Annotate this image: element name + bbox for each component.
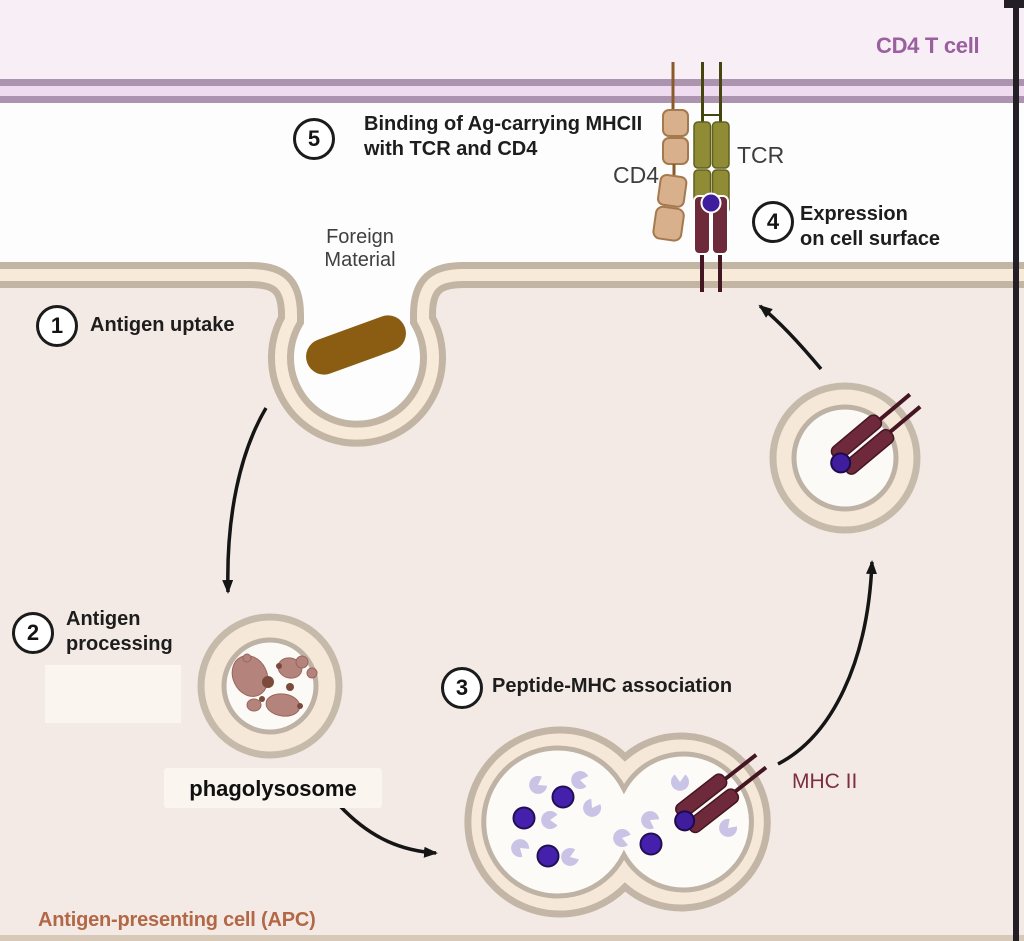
peptide-fragments [512,785,663,868]
apc-membrane [0,262,1024,447]
step-2-number: 2 [12,612,54,654]
tcr-stems [701,62,722,126]
arrow-uptake-to-processing [222,407,268,594]
video-edge-artifact [1004,0,1024,941]
t-cell-membrane [0,79,1024,103]
apc-title: Antigen-presenting cell (APC) [38,909,316,931]
step-5-digit: 5 [307,126,321,151]
step-5-number: 5 [293,118,335,160]
step-3-label: Peptide-MHC association [492,675,733,697]
step-4-number: 4 [752,201,794,243]
phagolysosome-label: phagolysosome [189,776,357,801]
step-3-digit: 3 [455,675,469,700]
step-1-digit: 1 [50,313,64,338]
mhc2-molecule-surface [693,192,729,292]
arrow-miic-to-transport [777,560,878,766]
arrow-transport-to-membrane [758,304,823,371]
phagolysosome-vesicle [197,613,343,759]
step-1-label: Antigen uptake [90,314,235,336]
step-4-digit: 4 [766,209,780,234]
antigen-peptide [700,192,722,214]
t-cell-title: CD4 T cell [876,33,980,58]
step-3-number: 3 [441,667,483,709]
process-arrows [222,304,878,858]
bottom-membrane-strip [0,935,1024,941]
digested-antigen-blobs [231,653,318,717]
mhc2-label: MHC II [792,770,858,793]
cd4-molecule [652,109,689,242]
foreign-material-rod [306,315,406,375]
surface-complex [652,62,730,292]
extracellular-space [0,103,1024,275]
cd4-label: CD4 [613,162,660,188]
step-1-number: 1 [36,305,78,347]
tcr-label: TCR [737,142,785,168]
transport-vesicle [769,382,928,534]
t-cell-region [0,0,1024,79]
step-2-digit: 2 [26,620,40,645]
phagolysosome-label-box [164,768,382,808]
miic-vesicle [464,726,774,918]
processing-label-box [45,665,181,723]
arrow-phagolysosome-to-miic [338,804,438,858]
